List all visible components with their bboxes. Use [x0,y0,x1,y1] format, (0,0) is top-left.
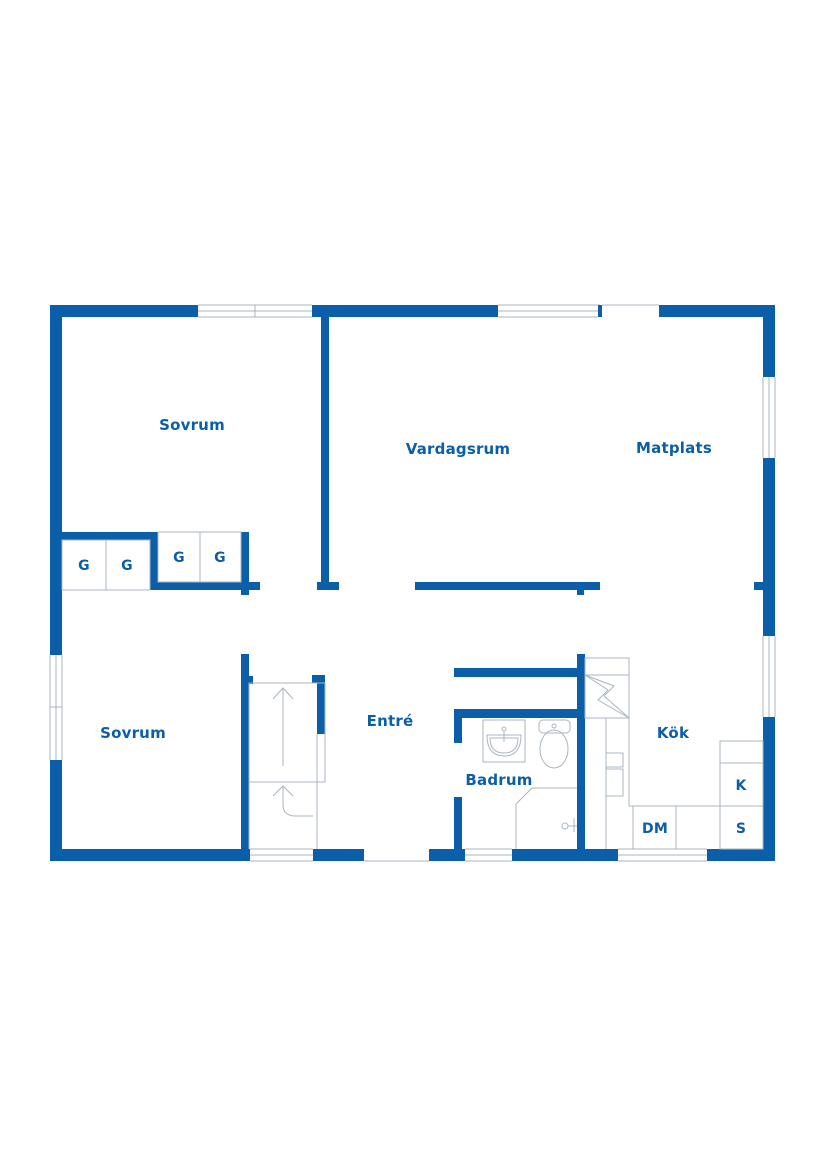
room-label-badrum: Badrum [465,771,533,789]
outer-walls [50,305,775,861]
bathroom-fixtures [482,719,577,849]
entry-wardrobe [248,682,326,849]
appliance-label-dishwasher: DM [642,821,668,837]
closet-label: G [78,558,90,574]
room-label-sovrum-1: Sovrum [159,416,225,434]
closets [61,531,242,591]
windows [49,304,776,862]
room-label-sovrum-2: Sovrum [100,724,166,742]
room-label-kok: Kök [656,724,690,742]
room-label-vardagsrum: Vardagsrum [405,440,511,458]
kitchen-fixtures [584,657,764,850]
closet-label: G [121,558,133,574]
appliance-label-fridge: K [735,778,747,794]
closet-label: G [214,550,226,566]
interior-walls [62,305,764,854]
room-label-matplats: Matplats [636,439,712,457]
appliance-label-stove: S [735,821,747,837]
room-label-entre: Entré [366,712,414,730]
closet-label: G [173,550,185,566]
